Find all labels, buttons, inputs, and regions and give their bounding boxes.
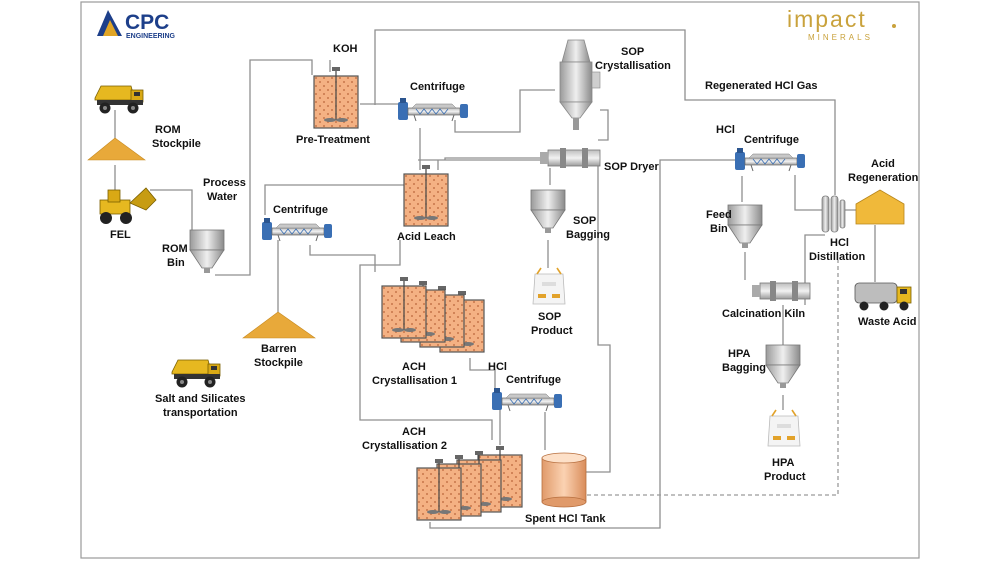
cpc-logo-text: CPC (125, 11, 169, 34)
rom-stockpile-label: ROM Stockpile (152, 124, 201, 150)
front-end-loader-icon (99, 187, 157, 224)
ach-crystallisation-2-label: ACH Crystallisation 2 (362, 426, 447, 452)
ach-crystallisation-1-label: ACH Crystallisation 1 (372, 361, 457, 387)
hcl-distillation-label: HCl Distillation (809, 237, 866, 263)
cpc-engineering-logo: CPC ENGINEERING (97, 10, 176, 40)
acid-leach-label: Acid Leach (397, 231, 456, 243)
sop-dryer-label: SOP Dryer (604, 161, 660, 173)
hcl-2-label: HCl (716, 124, 735, 136)
hpa-bagging-label: HPA Bagging (722, 348, 766, 374)
sop-bagging-label: SOP Bagging (566, 215, 610, 241)
hpa-product-label: HPA Product (764, 457, 806, 483)
rom-bin-label: ROM Bin (162, 243, 191, 269)
calcination-kiln-icon (752, 281, 811, 301)
pre-treatment-label: Pre-Treatment (296, 134, 370, 146)
centrifuge-3-label: Centrifuge (506, 374, 561, 386)
impact-logo-subtext: MINERALS (808, 33, 873, 42)
spent-hcl-tank-icon (541, 452, 587, 508)
pipe-network (114, 29, 876, 529)
regenerated-hcl-gas-label: Regenerated HCl Gas (705, 80, 817, 92)
pre-treatment-tank-icon (313, 66, 359, 129)
acid-leach-tank-icon (403, 164, 449, 227)
acid-regeneration-unit-icon (855, 189, 905, 225)
spent-hcl-tank-label: Spent HCl Tank (525, 513, 606, 525)
barren-stockpile-label: Barren Stockpile (254, 343, 303, 369)
sop-crystalliser-icon (559, 39, 601, 130)
sop-crystallisation-label: SOP Crystallisation (595, 46, 671, 72)
cpc-logo-subtext: ENGINEERING (126, 33, 176, 40)
centrifuge-1-label: Centrifuge (410, 81, 465, 93)
rom-stockpile-icon (87, 137, 146, 161)
waste-acid-tanker-icon (854, 282, 912, 311)
feed-bin-label: Feed Bin (706, 209, 735, 235)
salt-silicates-label: Salt and Silicates transportation (155, 393, 249, 419)
sop-dryer-icon (540, 148, 601, 168)
impact-minerals-logo: impact MINERALS (787, 6, 896, 42)
barren-stockpile-icon (242, 311, 316, 339)
hcl-1-label: HCl (488, 361, 507, 373)
impact-logo-text: impact (787, 6, 867, 32)
calcination-kiln-label: Calcination Kiln (722, 308, 805, 320)
sop-product-label: SOP Product (531, 311, 573, 337)
koh-label: KOH (333, 43, 358, 55)
process-water-label: Process Water (203, 177, 249, 203)
fel-label: FEL (110, 229, 131, 241)
acid-regeneration-label: Acid Regeneration (848, 158, 919, 184)
centrifuge-2-label: Centrifuge (273, 204, 328, 216)
centrifuge-4-label: Centrifuge (744, 134, 799, 146)
waste-acid-label: Waste Acid (858, 316, 916, 328)
hcl-distillation-column-icon (821, 195, 846, 233)
